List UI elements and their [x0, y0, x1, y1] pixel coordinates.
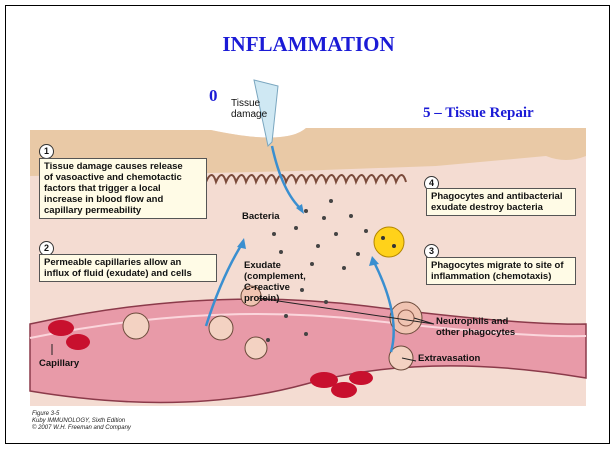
red-blood-cell [66, 334, 90, 350]
step-line: exudate destroy bacteria [431, 202, 571, 213]
inflammation-diagram [6, 6, 610, 444]
step-2-box: Permeable capillaries allow an influx of… [39, 254, 217, 282]
figure-credit: Figure 3-5 Kuby IMMUNOLOGY, Sixth Editio… [32, 411, 131, 432]
red-blood-cell [48, 320, 74, 336]
tissue-damage-label: Tissue damage [231, 98, 267, 120]
step-line: increase in blood flow and [44, 194, 202, 205]
step-line: Phagocytes and antibacterial [431, 191, 571, 202]
bacteria-label: Bacteria [242, 211, 280, 222]
step-1-box: Tissue damage causes release of vasoacti… [39, 158, 207, 219]
tissue-damage-line: Tissue [231, 98, 267, 109]
step-line: Permeable capillaries allow an [44, 257, 212, 268]
step-3-box: Phagocytes migrate to site of inflammati… [426, 257, 576, 285]
step-line: factors that trigger a local [44, 183, 202, 194]
white-blood-cell [245, 337, 267, 359]
step-line: Phagocytes migrate to site of [431, 260, 571, 271]
white-blood-cell [123, 313, 149, 339]
credit-line: Figure 3-5 [32, 411, 131, 418]
phagocyte-yellow [374, 227, 404, 257]
stage-start-number: 0 [209, 86, 218, 106]
tissue-damage-line: damage [231, 109, 267, 120]
step-line: capillary permeability [44, 205, 202, 216]
step-number: 1 [39, 144, 54, 159]
stage-end-label: 5 – Tissue Repair [423, 105, 534, 122]
credit-line: Kuby IMMUNOLOGY, Sixth Edition [32, 418, 131, 425]
extravasation-label: Extravasation [418, 353, 480, 364]
neutrophils-line: other phagocytes [436, 327, 515, 338]
white-blood-cell [209, 316, 233, 340]
step-line: of vasoactive and chemotactic [44, 172, 202, 183]
neutrophils-line: Neutrophils and [436, 316, 515, 327]
step-4-box: Phagocytes and antibacterial exudate des… [426, 188, 576, 216]
exudate-line: protein) [244, 293, 306, 304]
exudate-line: (complement, [244, 271, 306, 282]
credit-line: © 2007 W.H. Freeman and Company [32, 425, 131, 432]
step-line: influx of fluid (exudate) and cells [44, 268, 212, 279]
exudate-label: Exudate (complement, C-reactive protein) [244, 260, 306, 304]
red-blood-cell [349, 371, 373, 385]
exudate-line: Exudate [244, 260, 306, 271]
neutrophils-label: Neutrophils and other phagocytes [436, 316, 515, 338]
step-line: Tissue damage causes release [44, 161, 202, 172]
step-line: inflammation (chemotaxis) [431, 271, 571, 282]
exudate-line: C-reactive [244, 282, 306, 293]
slide-title: INFLAMMATION [6, 32, 610, 57]
slide: INFLAMMATION 0 Tissue damage 5 – Tissue … [5, 5, 610, 444]
capillary-label: Capillary [39, 358, 79, 369]
red-blood-cell [331, 382, 357, 398]
